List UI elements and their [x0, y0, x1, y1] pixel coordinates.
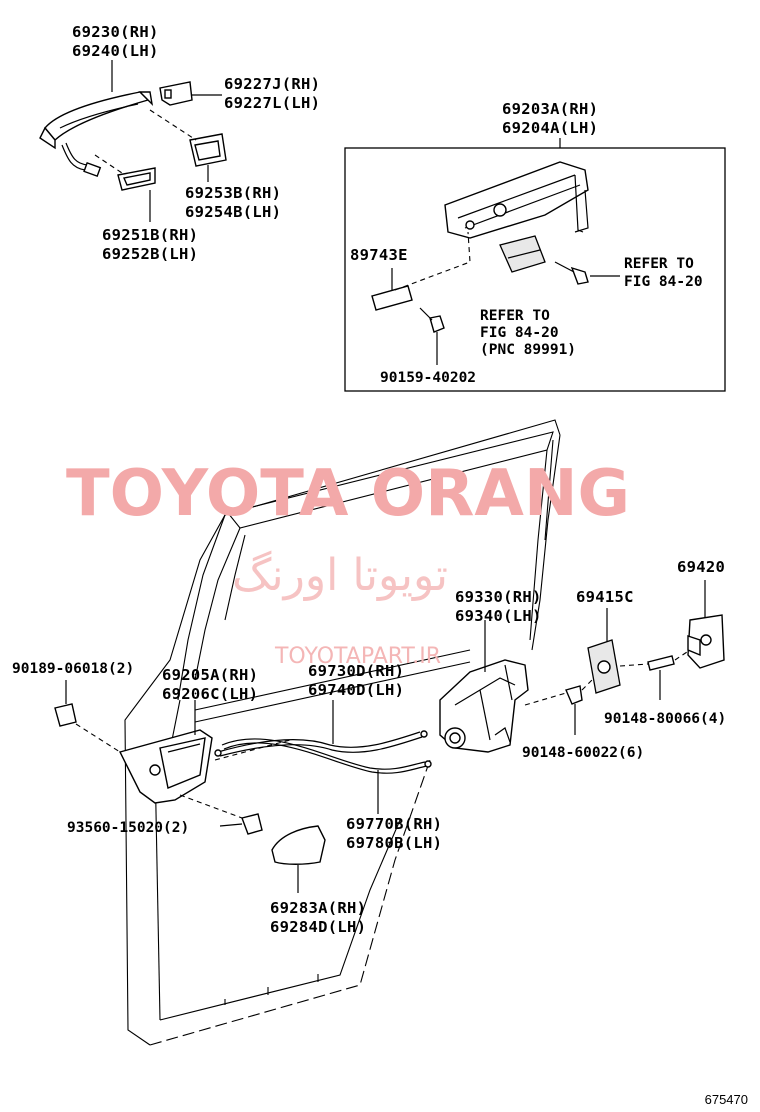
lock-assy-drawing	[439, 620, 529, 753]
callout-screw-93560: 93560-15020(2)	[67, 820, 189, 836]
callout-cable-upper-lh: 69740D(LH)	[308, 681, 404, 699]
watermark-url: TOYOTAPART.IR	[274, 644, 441, 669]
callout-striker: 69420	[677, 558, 725, 576]
callout-screw-90148-60022: 90148-60022(6)	[522, 745, 644, 761]
callout-handle-cap-lh: 69227L(LH)	[224, 94, 320, 112]
callout-screw-90148-80066: 90148-80066(4)	[604, 711, 726, 727]
cables-drawing	[214, 700, 432, 814]
callout-striker-plate: 69415C	[576, 588, 634, 606]
callout-outside-handle-lh: 69240(LH)	[72, 42, 159, 60]
callout-bezel-rh: 69283A(RH)	[270, 899, 366, 917]
callout-lock-assy-rh: 69330(RH)	[455, 588, 542, 606]
callout-refer-lower-3: (PNC 89991)	[480, 342, 576, 358]
watermark-persian: تویوتا اورنگ	[232, 550, 448, 601]
callout-lock-assy-lh: 69340(LH)	[455, 607, 542, 625]
callout-labels: 69230(RH) 69240(LH) 69227J(RH) 69227L(LH…	[12, 23, 726, 936]
callout-refer-right-1: REFER TO	[624, 256, 694, 272]
callout-refer-lower-2: FIG 84-20	[480, 325, 559, 341]
watermark-brand: TOYOTA ORANG	[66, 457, 630, 531]
callout-frame-assy-rh: 69203A(RH)	[502, 100, 598, 118]
callout-outside-handle-rh: 69230(RH)	[72, 23, 159, 41]
callout-bezel-lh: 69284D(LH)	[270, 918, 366, 936]
callout-clip-90189: 90189-06018(2)	[12, 661, 134, 677]
striker-drawing	[524, 580, 725, 735]
callout-refer-lower-1: REFER TO	[480, 308, 550, 324]
callout-inside-handle-rh: 69205A(RH)	[162, 666, 258, 684]
callout-handle-pad-front-lh: 69252B(LH)	[102, 245, 198, 263]
callout-handle-pad-front-rh: 69251B(RH)	[102, 226, 198, 244]
callout-frame-assy-lh: 69204A(LH)	[502, 119, 598, 137]
callout-refer-right-2: FIG 84-20	[624, 274, 703, 290]
callout-inside-handle-lh: 69206C(LH)	[162, 685, 258, 703]
outside-handle-drawing	[39, 60, 227, 222]
callout-plate-89743e: 89743E	[350, 246, 408, 264]
figure-number: 675470	[705, 1092, 748, 1107]
callout-cable-lower-lh: 69780B(LH)	[346, 834, 442, 852]
inside-handle-drawing	[54, 680, 326, 893]
callout-handle-cap-rh: 69227J(RH)	[224, 75, 320, 93]
callout-bolt-90159: 90159-40202	[380, 370, 476, 386]
frame-assy-box	[344, 138, 726, 392]
callout-cable-lower-rh: 69770B(RH)	[346, 815, 442, 833]
callout-cable-upper-rh: 69730D(RH)	[308, 662, 404, 680]
callout-handle-pad-rear-rh: 69253B(RH)	[185, 184, 281, 202]
callout-handle-pad-rear-lh: 69254B(LH)	[185, 203, 281, 221]
watermark: TOYOTA ORANG تویوتا اورنگ TOYOTAPART.IR	[66, 457, 630, 669]
